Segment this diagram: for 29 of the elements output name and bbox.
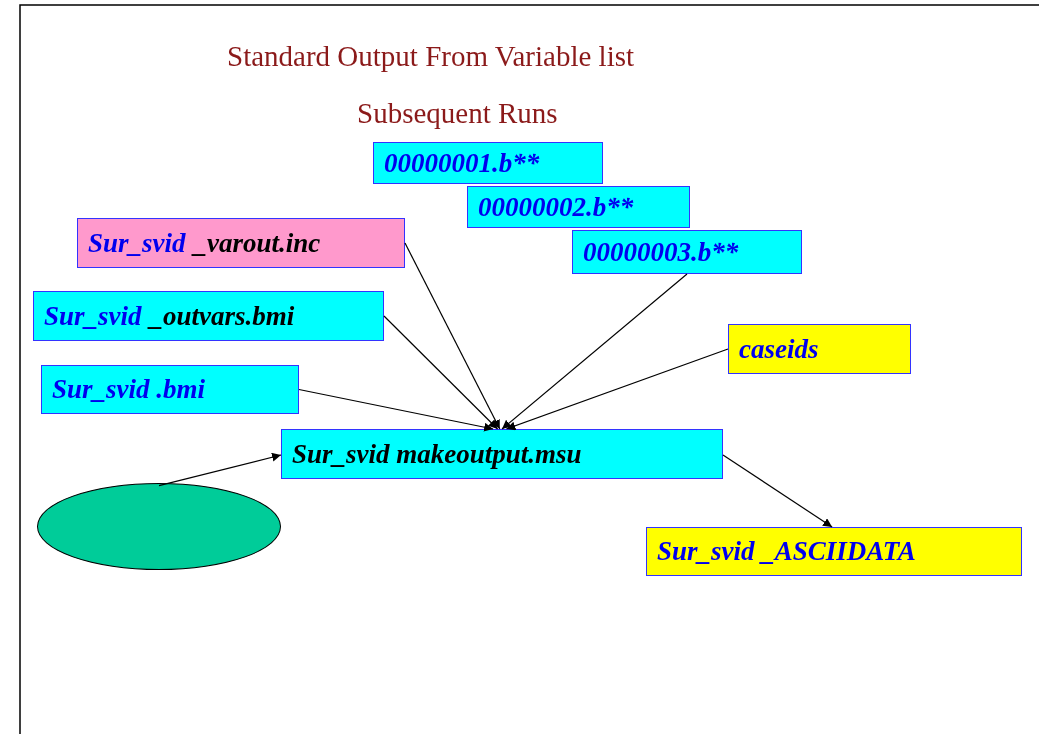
file-box — [467, 186, 690, 228]
file-name: caseids — [739, 333, 819, 365]
arrow — [505, 348, 729, 431]
file-box — [281, 429, 723, 479]
file-box — [373, 142, 603, 184]
arrow — [383, 315, 499, 430]
arrow — [158, 452, 282, 487]
file-box — [572, 230, 802, 274]
subtitle: Subsequent Runs — [357, 97, 558, 130]
file-name: Sur_svid _ASCIIDATA — [657, 536, 916, 567]
file-name: Sur_svid .bmi — [52, 374, 206, 405]
file-name: 00000002.b** — [478, 191, 634, 223]
arrow — [501, 273, 688, 430]
file-name: _varout.inc — [193, 227, 321, 259]
file-box — [728, 324, 911, 374]
file-box — [646, 527, 1022, 576]
file-box — [33, 291, 384, 341]
arrow — [298, 388, 494, 432]
arrow — [722, 454, 833, 528]
file-box — [41, 365, 299, 414]
arrow — [404, 242, 501, 430]
file-name: _outvars.bmi — [149, 300, 295, 332]
file-name: 00000001.b** — [384, 147, 540, 179]
file-name: 00000003.b** — [583, 236, 739, 268]
file-box — [77, 218, 405, 268]
diagram-title: Standard Output From Variable list — [227, 40, 635, 73]
file-name: Sur_svid — [44, 300, 142, 332]
file-name: Sur_svid — [88, 227, 186, 259]
file-name: Sur_svid makeoutput.msu — [292, 438, 582, 470]
